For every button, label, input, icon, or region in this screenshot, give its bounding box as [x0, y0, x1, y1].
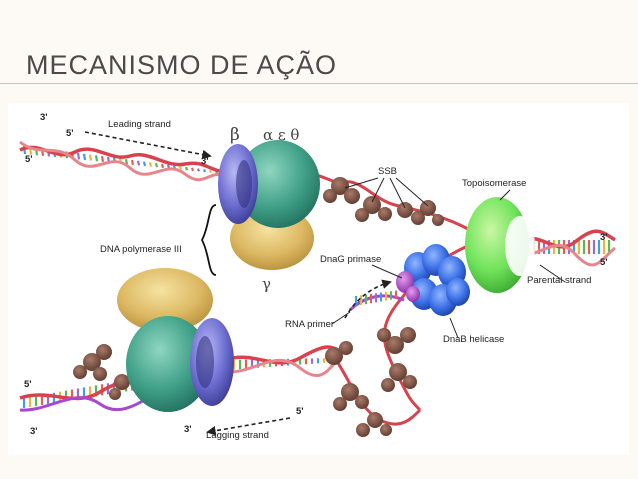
end-top-left-5: 5' [25, 154, 33, 165]
end-lagging-5: 5' [296, 406, 304, 417]
base-pair-rung [88, 154, 93, 161]
base-pair-rung [100, 155, 105, 162]
label-gamma: γ [262, 275, 271, 293]
ssb-pointers [344, 177, 429, 209]
dnab-helicase [404, 244, 470, 316]
dna-polymerase-bottom [117, 268, 234, 412]
slide-title: MECANISMO DE AÇÃO [26, 50, 338, 80]
base-pair-rung [82, 153, 87, 161]
base-pair-rung [142, 161, 147, 167]
leading-strand-helix [19, 140, 229, 182]
base-pair-rung [184, 166, 189, 171]
label-topoisomerase: Topoisomerase [462, 178, 526, 189]
label-rna-primer: RNA primer [285, 319, 334, 330]
topoisomerase [465, 197, 535, 293]
title-underline [0, 83, 638, 84]
polymerase-brace [200, 204, 217, 276]
end-leading-5: 5' [66, 128, 74, 139]
end-lagging-3: 3' [184, 424, 192, 435]
dnag-primase [396, 271, 420, 302]
label-dnab-helicase: DnaB helicase [443, 334, 504, 345]
label-lagging-strand: Lagging strand [206, 430, 269, 441]
base-pair-rung [136, 160, 141, 166]
label-parental-strand: Parental strand [527, 275, 591, 286]
base-pair-rung [94, 155, 99, 162]
end-bottom-left-3: 3' [30, 426, 38, 437]
primer-direction-arrow [344, 279, 392, 319]
base-pair-rung [148, 162, 153, 167]
base-pair-rung [202, 169, 207, 173]
base-pair-rung [130, 159, 135, 166]
parental-strand-pointer [539, 264, 566, 283]
rna-primer-pointer [331, 311, 351, 325]
end-leading-3: 3' [201, 156, 209, 167]
end-top-left-3: 3' [40, 112, 48, 123]
label-dna-polymerase-iii: DNA polymerase III [100, 244, 182, 255]
end-right-5: 5' [600, 257, 608, 268]
base-pair-rung [124, 159, 129, 165]
base-pair-rung [76, 152, 81, 160]
leading-direction-arrow [84, 131, 212, 160]
label-alpha-epsilon-theta: α ε θ [263, 126, 299, 144]
base-pair-rung [178, 165, 183, 170]
base-pair-rung [190, 167, 195, 172]
dna-polymerase-top [218, 140, 320, 270]
end-bottom-left-5: 5' [24, 379, 32, 390]
base-pair-rung [208, 169, 213, 174]
dnag-primase-pointer [371, 264, 403, 279]
topoisomerase-pointer [499, 189, 511, 201]
label-beta: β [230, 125, 240, 145]
base-pair-rung [154, 162, 159, 168]
label-ssb: SSB [378, 166, 397, 177]
label-leading-strand: Leading strand [108, 119, 171, 130]
end-right-3: 3' [600, 232, 608, 243]
dnab-helicase-pointer [449, 317, 459, 339]
base-pair-rung [160, 163, 165, 169]
ssb-proteins [73, 177, 444, 437]
base-pair-rung [196, 168, 201, 172]
label-dnag-primase: DnaG primase [320, 254, 381, 265]
